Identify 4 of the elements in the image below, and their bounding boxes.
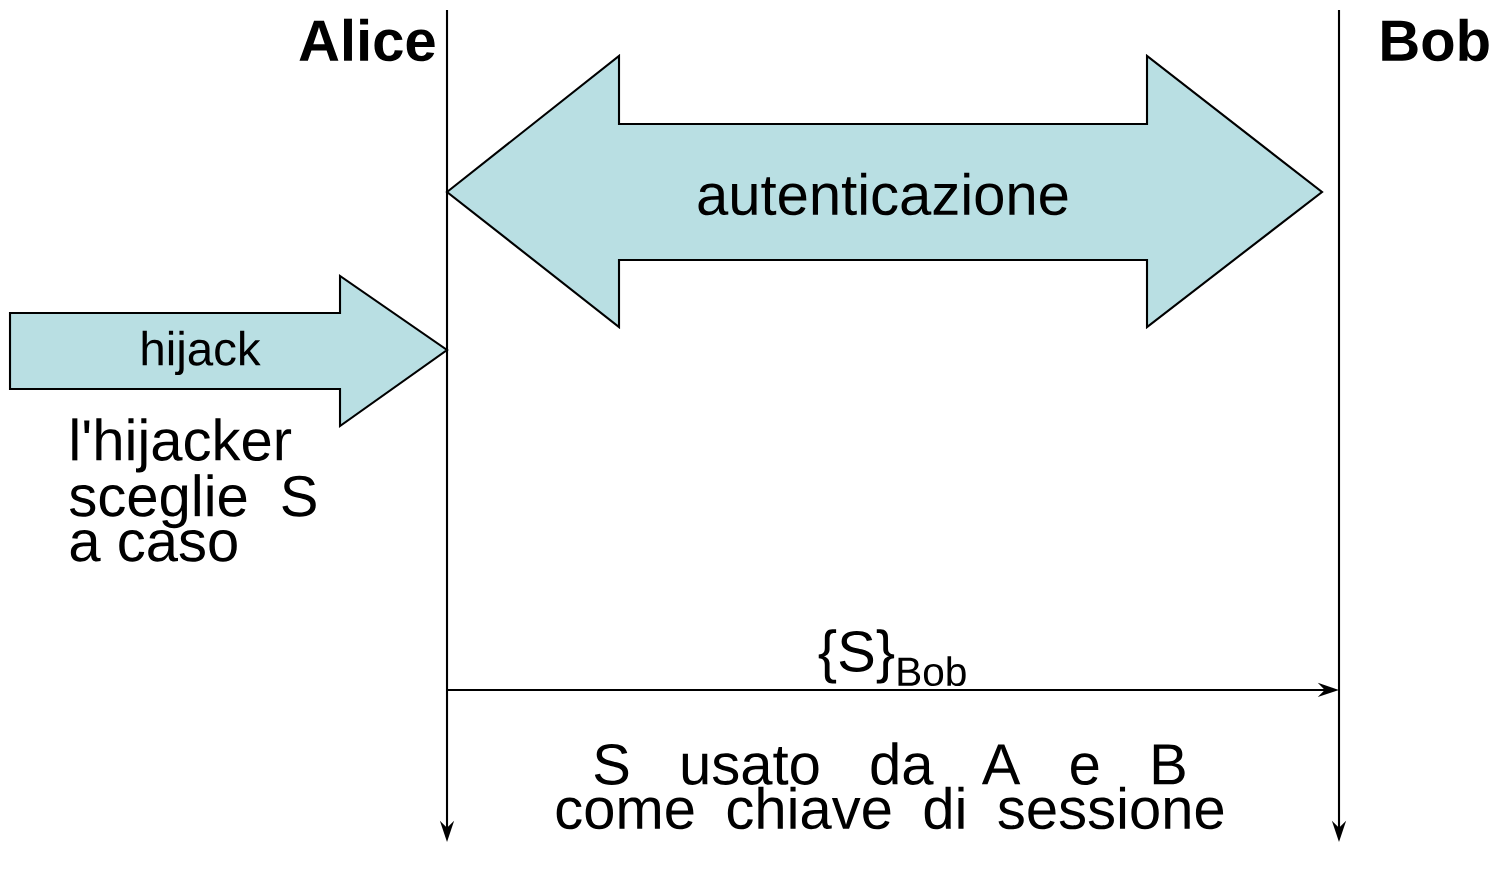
edge-label: {S}$_{Bob}$ — [818, 629, 966, 687]
node-label: Bob — [1382, 18, 1489, 62]
node-label: Alice — [299, 18, 435, 62]
note-text: S usato da A e B come chiave di sessione — [556, 742, 1224, 830]
